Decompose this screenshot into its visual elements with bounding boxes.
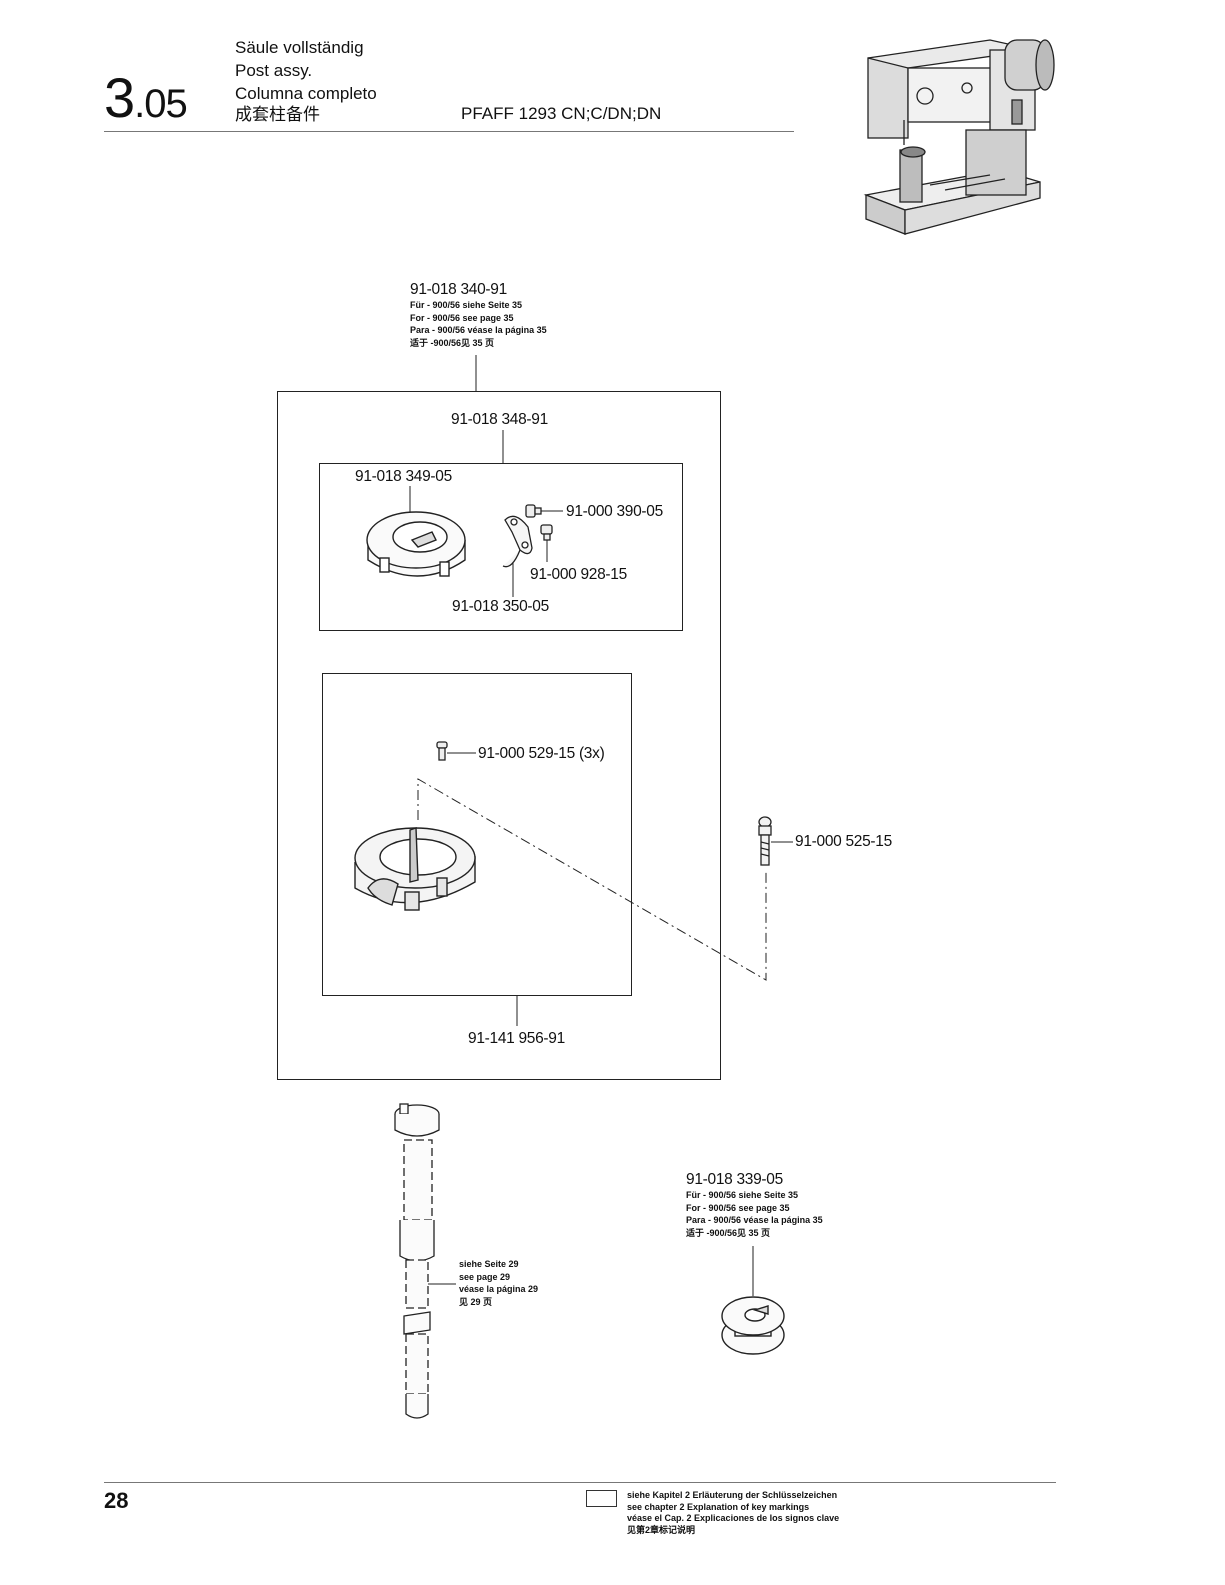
part-note-zh: 适于 -900/56见 35 页 — [686, 1227, 771, 1238]
assembly-frame — [277, 391, 721, 1080]
bobbin-case-icon — [366, 511, 466, 577]
part-hook-screw: 91-000 529-15 (3x) — [478, 745, 605, 762]
part-sub-assembly: 91-018 348-91 — [451, 411, 548, 428]
footer-rule — [104, 1482, 1056, 1483]
bobbin-icon — [721, 1296, 785, 1355]
part-hook-assembly: 91-141 956-91 — [468, 1030, 565, 1047]
part-note-en: For - 900/56 see page 35 — [686, 1202, 790, 1213]
bobbin-case-frame — [319, 463, 683, 631]
part-bobbin: 91-018 339-05 Für - 900/56 siehe Seite 3… — [686, 1171, 823, 1239]
title-spanish: Columna completo — [235, 84, 377, 103]
hook-assembly-icon — [354, 827, 476, 911]
part-screw-928: 91-000 928-15 — [530, 566, 627, 583]
machine-model: PFAFF 1293 CN;C/DN;DN — [461, 104, 662, 123]
shaft-ref-de: siehe Seite 29 — [459, 1259, 519, 1269]
section-minor: .05 — [134, 82, 188, 126]
key-note-es: véase el Cap. 2 Explicaciones de los sig… — [627, 1513, 840, 1523]
hook-shaft-icon — [394, 1103, 440, 1419]
part-top-assembly: 91-018 340-91 Für - 900/56 siehe Seite 3… — [410, 281, 547, 349]
shaft-ref-zh: 见 29 页 — [459, 1296, 493, 1307]
screw-390-icon — [525, 504, 542, 518]
key-note-en: see chapter 2 Explanation of key marking… — [627, 1501, 810, 1512]
assembly-axis — [417, 778, 767, 981]
part-post-screw: 91-000 525-15 — [795, 833, 892, 850]
part-note-zh: 适于 -900/56见 35 页 — [410, 337, 495, 348]
part-number: 91-018 340-91 — [410, 281, 507, 298]
part-latch: 91-018 350-05 — [452, 598, 549, 615]
key-marking-box — [586, 1490, 617, 1507]
part-note-en: For - 900/56 see page 35 — [410, 312, 514, 323]
section-major: 3 — [104, 66, 135, 129]
shaft-ref-en: see page 29 — [459, 1271, 511, 1282]
machine-thumbnail-icon — [863, 39, 1055, 235]
part-number: 91-018 339-05 — [686, 1171, 783, 1188]
header-rule — [104, 131, 794, 132]
page-number: 28 — [104, 1488, 129, 1513]
screw-928-icon — [540, 524, 553, 541]
part-note-es: Para - 900/56 véase la página 35 — [686, 1215, 823, 1225]
leader-lines — [409, 355, 793, 1296]
shaft-reference: siehe Seite 29 see page 29 véase la pági… — [459, 1258, 538, 1308]
title-english: Post assy. — [235, 61, 313, 80]
key-note-de: siehe Kapitel 2 Erläuterung der Schlüsse… — [627, 1490, 838, 1500]
shaft-ref-es: véase la página 29 — [459, 1284, 539, 1294]
part-note-de: Für - 900/56 siehe Seite 35 — [410, 300, 523, 310]
part-note-es: Para - 900/56 véase la página 35 — [410, 325, 547, 335]
key-marking-notes: siehe Kapitel 2 Erläuterung der Schlüsse… — [627, 1490, 839, 1536]
hook-screw-icon — [436, 741, 448, 761]
key-note-zh: 见第2章标记说明 — [627, 1524, 696, 1535]
hook-frame — [322, 673, 632, 996]
latch-icon — [502, 515, 533, 568]
title-chinese: 成套柱备件 — [235, 105, 320, 124]
part-screw-390: 91-000 390-05 — [566, 503, 663, 520]
section-number: 3.05 — [104, 70, 188, 132]
part-bobbin-case: 91-018 349-05 — [355, 468, 452, 485]
part-note-de: Für - 900/56 siehe Seite 35 — [686, 1190, 799, 1200]
title-german: Säule vollständig — [235, 38, 364, 57]
post-screw-icon — [758, 816, 772, 866]
